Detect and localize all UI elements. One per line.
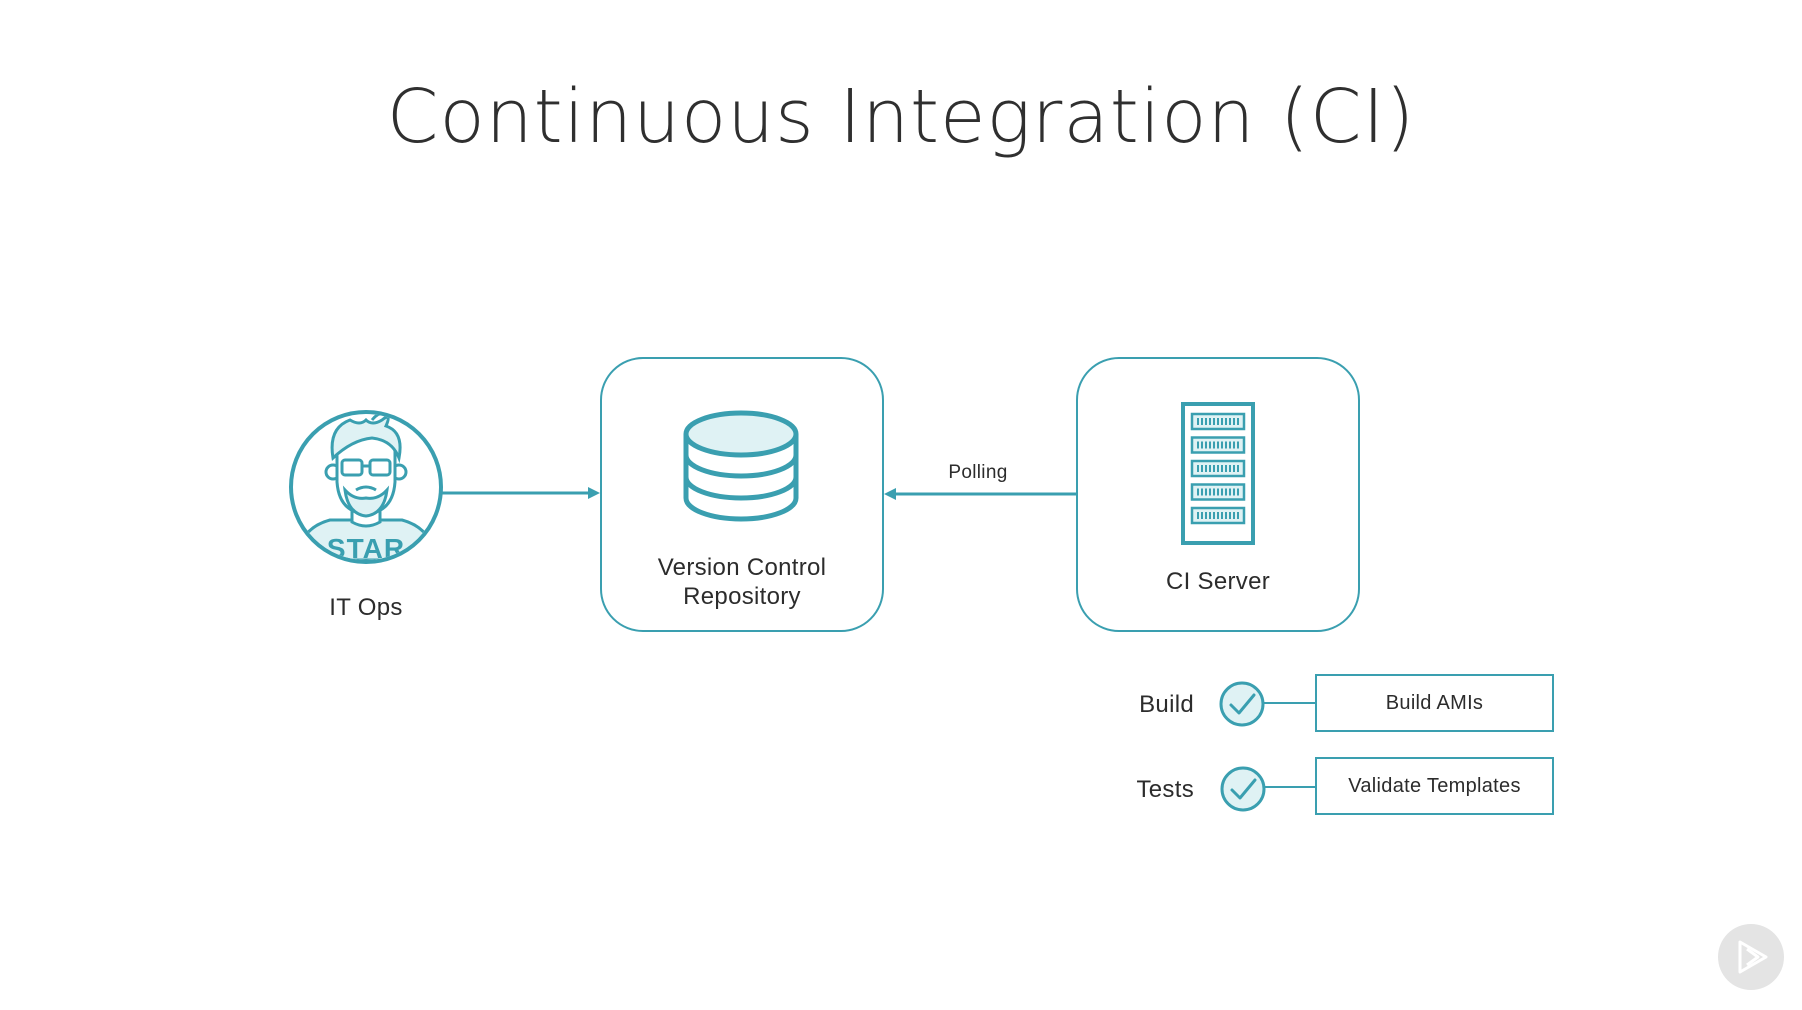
- rack-vent: [1213, 441, 1215, 449]
- rack-vent: [1217, 512, 1219, 519]
- rack-vent: [1209, 512, 1211, 519]
- database-icon: [683, 410, 799, 522]
- ci-server-label: CI Server: [1165, 568, 1271, 595]
- step-build-name: Build: [1139, 691, 1194, 718]
- rack-vent: [1209, 488, 1211, 496]
- rack-vent: [1209, 465, 1211, 472]
- rack-vent: [1233, 488, 1235, 496]
- rack-vent: [1201, 488, 1203, 496]
- slide-title: Continuous Integration (CI): [386, 74, 1416, 160]
- rack-vent: [1217, 418, 1219, 425]
- rack-vent: [1209, 441, 1211, 449]
- rack-vent: [1225, 488, 1227, 496]
- rack-vent: [1233, 441, 1235, 449]
- rack-vent: [1197, 441, 1199, 449]
- vcs-label-line1: Version Control: [657, 554, 827, 581]
- rack-vent: [1225, 512, 1227, 519]
- rack-vent: [1221, 512, 1223, 519]
- rack-vent: [1205, 465, 1207, 472]
- rack-vent: [1237, 465, 1239, 472]
- rack-vent: [1225, 465, 1227, 472]
- rack-vent: [1197, 512, 1199, 519]
- rack-vent: [1229, 488, 1231, 496]
- rack-vent: [1237, 512, 1239, 519]
- rack-vent: [1213, 465, 1215, 472]
- step-tests-connector: [1220, 766, 1315, 812]
- rack-vent: [1229, 441, 1231, 449]
- rack-vent: [1201, 465, 1203, 472]
- rack-vent: [1229, 418, 1231, 425]
- it-ops-label: IT Ops: [329, 594, 403, 621]
- rack-vent: [1225, 418, 1227, 425]
- rack-vent: [1217, 441, 1219, 449]
- rack-vent: [1201, 418, 1203, 425]
- rack-vent: [1213, 488, 1215, 496]
- rack-vent: [1221, 465, 1223, 472]
- rack-vent: [1197, 488, 1199, 496]
- polling-arrow: [884, 488, 1077, 500]
- check-icon: [1229, 693, 1256, 715]
- polling-label: Polling: [948, 462, 1008, 483]
- rack-vent: [1213, 418, 1215, 425]
- rack-vent: [1225, 441, 1227, 449]
- rack-vent: [1205, 418, 1207, 425]
- rack-vent: [1217, 488, 1219, 496]
- rack-vent: [1205, 488, 1207, 496]
- rack-vent: [1213, 512, 1215, 519]
- rack-vent: [1205, 441, 1207, 449]
- step-tests-detail: Validate Templates: [1348, 774, 1521, 797]
- rack-vent: [1217, 465, 1219, 472]
- server-rack-icon: [1181, 402, 1255, 545]
- person-avatar-icon: STAR: [294, 414, 438, 564]
- vcs-label-line2: Repository: [683, 583, 801, 610]
- rack-vent: [1233, 418, 1235, 425]
- rack-vent: [1197, 465, 1199, 472]
- rack-vent: [1229, 512, 1231, 519]
- rack-vent: [1201, 441, 1203, 449]
- rack-vent: [1233, 512, 1235, 519]
- rack-vent: [1237, 441, 1239, 449]
- play-icon: [1738, 940, 1768, 974]
- step-tests-detail-box: Validate Templates: [1315, 757, 1554, 815]
- rack-vent: [1229, 465, 1231, 472]
- rack-vent: [1201, 512, 1203, 519]
- step-build-detail: Build AMIs: [1385, 691, 1484, 714]
- player-button[interactable]: [1718, 924, 1784, 990]
- it-ops-avatar: STAR: [289, 410, 443, 564]
- rack-vent: [1237, 418, 1239, 425]
- check-icon: [1230, 778, 1257, 800]
- step-build-connector: [1219, 681, 1315, 727]
- push-arrow: [442, 487, 600, 499]
- rack-vent: [1221, 488, 1223, 496]
- rack-vent: [1233, 465, 1235, 472]
- rack-vent: [1221, 418, 1223, 425]
- rack-vent: [1221, 441, 1223, 449]
- step-tests-name: Tests: [1136, 776, 1194, 803]
- vcs-label: Version Control Repository: [601, 553, 883, 611]
- rack-vent: [1237, 488, 1239, 496]
- step-build-detail-box: Build AMIs: [1315, 674, 1554, 732]
- avatar-badge-text: STAR: [327, 533, 405, 564]
- rack-vent: [1209, 418, 1211, 425]
- rack-vent: [1197, 418, 1199, 425]
- rack-vent: [1205, 512, 1207, 519]
